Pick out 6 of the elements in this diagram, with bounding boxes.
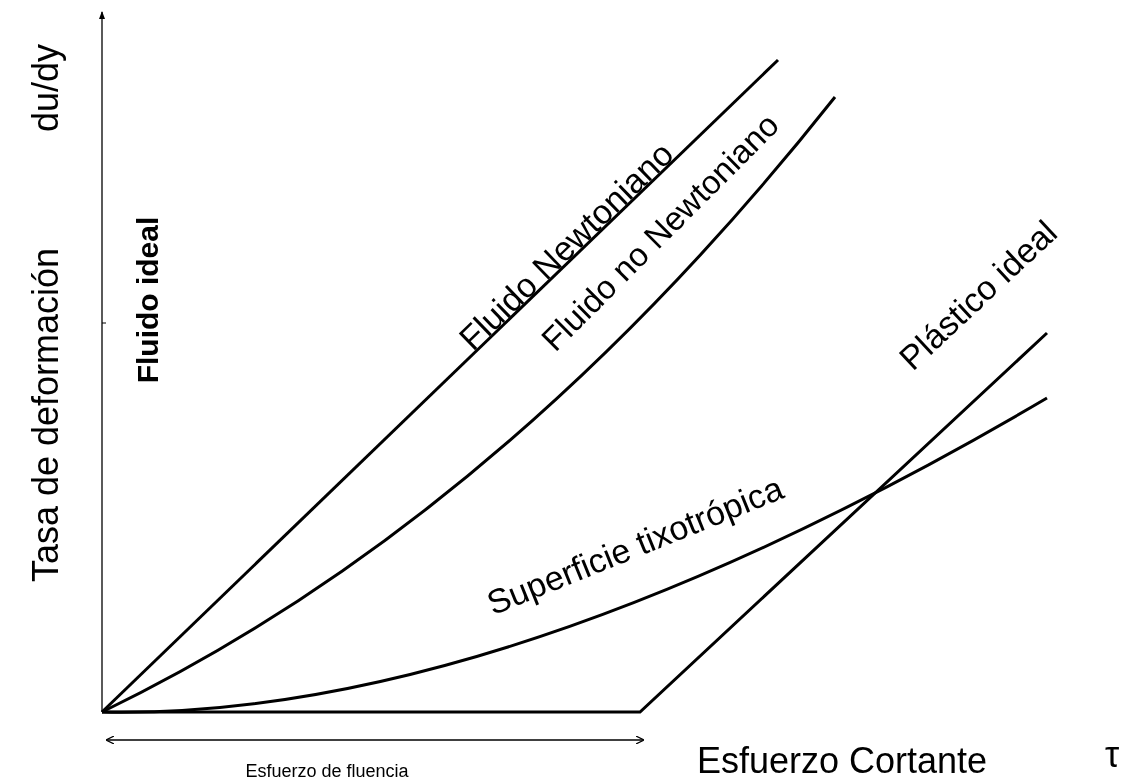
axis-symbol: τ xyxy=(1104,733,1120,775)
axis-label: du/dy xyxy=(24,43,66,133)
axis-label: Tasa de deformación xyxy=(24,247,66,583)
curve-label: Fluido ideal xyxy=(130,216,164,384)
dimension-label: Esfuerzo de fluencia xyxy=(245,760,409,777)
axis-label: Esfuerzo Cortante xyxy=(696,739,988,777)
